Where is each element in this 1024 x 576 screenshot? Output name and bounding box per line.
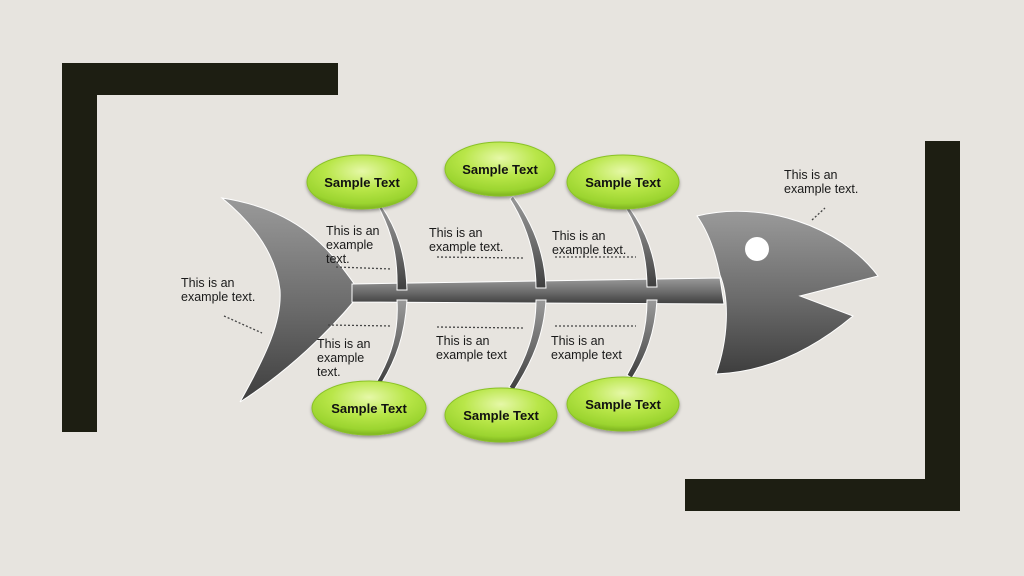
rib-upper-3 — [625, 205, 658, 288]
note-upper-2: This is an example text. — [429, 226, 504, 254]
rib-upper-1 — [377, 203, 408, 291]
oval-bottom-3-label: Sample Text — [585, 396, 661, 412]
oval-top-1 — [306, 154, 418, 210]
oval-bottom-2 — [444, 387, 558, 443]
frame-bottom-right-vertical — [925, 141, 960, 511]
oval-bottom-1-label: Sample Text — [331, 400, 407, 416]
fish-tail — [220, 197, 356, 403]
note-lower-2: This is an example text — [436, 334, 507, 362]
oval-top-3-label: Sample Text — [585, 174, 661, 190]
oval-bottom-3 — [566, 376, 680, 432]
leader-lines — [223, 207, 826, 334]
frame-top-left-horizontal — [62, 63, 338, 95]
note-tail: This is an example text. — [181, 276, 256, 304]
oval-bottom-1 — [311, 380, 427, 436]
fish-head — [696, 210, 879, 375]
note-lower-3: This is an example text — [551, 334, 622, 362]
oval-top-2-label: Sample Text — [462, 161, 538, 177]
note-head: This is an example text. — [784, 168, 859, 196]
note-upper-1: This is an example text. — [326, 224, 380, 266]
oval-top-1-label: Sample Text — [324, 174, 400, 190]
rib-lower-2 — [508, 299, 547, 391]
oval-bottom-2-label: Sample Text — [463, 407, 539, 423]
frame-top-left-vertical — [62, 63, 97, 432]
rib-lower-3 — [626, 299, 658, 379]
oval-top-3 — [566, 154, 680, 210]
rib-lower-1 — [376, 299, 408, 385]
note-upper-3: This is an example text. — [552, 229, 627, 257]
note-lower-1: This is an example text. — [317, 337, 371, 379]
fish-spine — [351, 277, 725, 305]
fish-eye — [745, 237, 769, 261]
oval-top-2 — [444, 141, 556, 197]
rib-upper-2 — [509, 195, 547, 289]
frame-bottom-right-horizontal — [685, 479, 960, 511]
